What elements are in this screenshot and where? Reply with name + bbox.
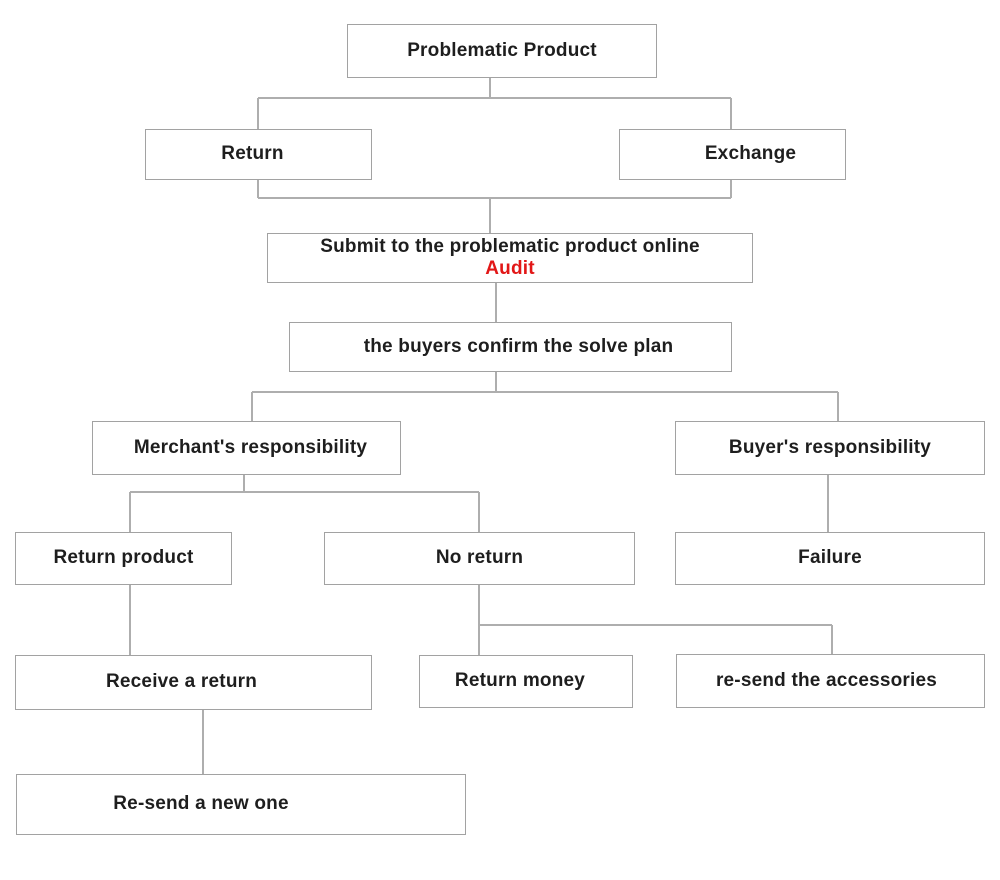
node-label: Merchant's responsibility [133,436,368,458]
connector-line [129,492,131,532]
node-label: Return product [53,547,194,569]
connector-line [478,492,480,532]
node-merchants-responsibility: Merchant's responsibility [92,421,401,475]
node-label: Receive a return [105,671,258,693]
node-exchange: Exchange [619,129,846,180]
node-return-product: Return product [15,532,232,585]
node-buyers-responsibility: Buyer's responsibility [675,421,985,475]
connector-line [827,475,829,532]
node-label: re-send the accessories [715,669,938,691]
connector-line [252,391,838,393]
node-receive-a-return: Receive a return [15,655,372,710]
connector-line [831,625,833,654]
connector-line [258,197,731,199]
node-label: Re-send a new one [113,793,289,815]
node-return-money: Return money [419,655,633,708]
node-label: the buyers confirm the solve plan [363,335,674,357]
connector-line [730,98,732,129]
connector-line [479,624,832,626]
connector-line [837,392,839,421]
node-problematic-product: Problematic Product [347,24,657,78]
node-label: Submit to the problematic product online [320,235,700,257]
connector-line [202,710,204,774]
node-label: Return [221,143,284,165]
connector-line [251,392,253,421]
connector-line [243,475,245,492]
node-failure: Failure [675,532,985,585]
connector-line [130,491,479,493]
connector-line [495,283,497,322]
connector-line [495,372,497,392]
connector-line [129,585,131,655]
connector-line [258,97,731,99]
node-label: Return money [454,670,586,692]
node-label: No return [435,547,524,569]
node-buyers-confirm-plan: the buyers confirm the solve plan [289,322,732,372]
node-label: Failure [798,547,862,569]
node-return: Return [145,129,372,180]
node-label: Problematic Product [407,39,597,61]
connector-line [489,78,491,98]
connector-line [730,180,732,198]
node-submit-online-audit: Submit to the problematic product online… [267,233,753,283]
node-label: Exchange [704,143,797,165]
connector-line [489,198,491,233]
connector-line [257,98,259,129]
connector-line [257,180,259,198]
node-resend-accessories: re-send the accessories [676,654,985,708]
node-resend-new-one: Re-send a new one [16,774,466,835]
node-label-accent: Audit [485,258,535,279]
connector-line [478,585,480,655]
node-no-return: No return [324,532,635,585]
node-label: Buyer's responsibility [728,436,932,458]
